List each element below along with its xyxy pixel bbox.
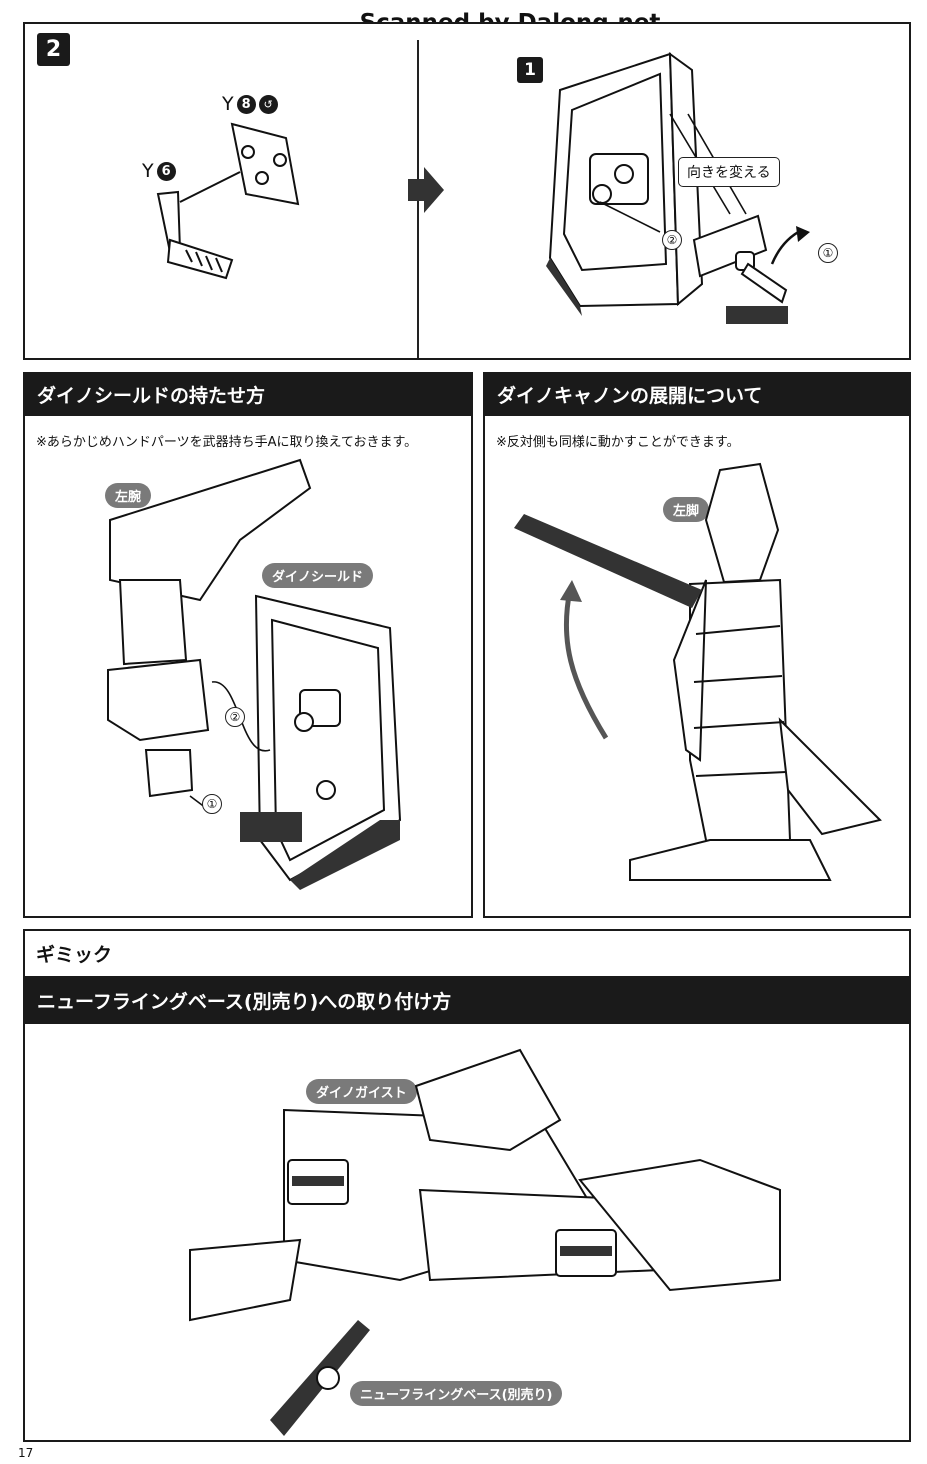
label-dino-shield: ダイノシールド xyxy=(262,563,374,588)
part-label-y6: Y 6 xyxy=(142,160,176,182)
part-letter: Y xyxy=(142,160,154,182)
shield-arm-illustration xyxy=(107,458,402,890)
label-flying-base: ニューフライングベース(別売り) xyxy=(350,1381,563,1406)
substep-number-badge: 1 xyxy=(517,57,543,83)
label-left-leg: 左脚 xyxy=(663,497,710,522)
next-arrow-icon xyxy=(408,167,444,213)
step-mark-1: ① xyxy=(818,243,838,263)
label-dinogeist: ダイノガイスト xyxy=(306,1079,417,1104)
flying-base-illustration xyxy=(189,1048,781,1436)
label-left-arm: 左腕 xyxy=(105,483,152,508)
step2-parts-illustration xyxy=(156,122,300,280)
step2-panel xyxy=(23,22,911,360)
part-label-y8: Y 8 ↺ xyxy=(222,93,278,115)
shield-section-note: ※あらかじめハンドパーツを武器持ち手Aに取り換えておきます。 xyxy=(36,435,418,450)
cannon-leg-illustration xyxy=(514,462,882,881)
gimmick-title: ギミック xyxy=(36,944,113,966)
gimmick-subtitle: ニューフライングベース(別売り)への取り付け方 xyxy=(23,976,911,1024)
part-number-badge: 6 xyxy=(156,161,176,181)
step-mark-2: ② xyxy=(225,707,245,727)
cannon-section-note: ※反対側も同様に動かすことができます。 xyxy=(496,435,740,450)
callout-change-direction: 向きを変える xyxy=(678,157,780,187)
glue-icon: ↺ xyxy=(258,94,278,114)
part-number-badge: 8 xyxy=(236,94,256,114)
part-letter: Y xyxy=(222,93,234,115)
step-mark-2: ② xyxy=(662,230,682,250)
step-mark-1: ① xyxy=(202,794,222,814)
cannon-section-title: ダイノキャノンの展開について xyxy=(483,372,911,416)
step-number-badge: 2 xyxy=(37,33,70,66)
shield-section-title: ダイノシールドの持たせ方 xyxy=(23,372,473,416)
page-number: 17 xyxy=(18,1446,34,1460)
